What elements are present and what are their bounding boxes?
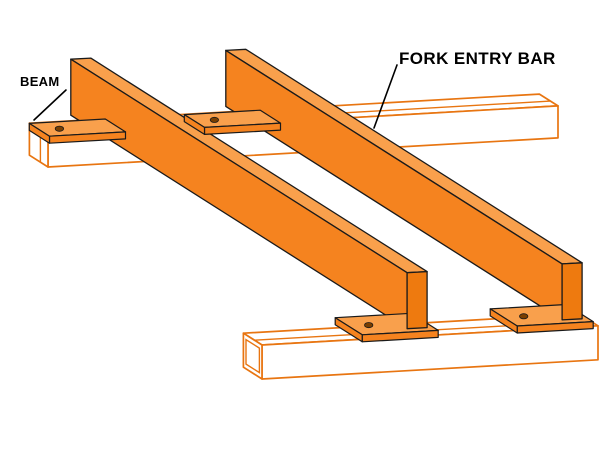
front-foot-side-lip xyxy=(489,308,518,334)
beam-label: BEAM xyxy=(20,74,59,89)
rear-foot-side-lip xyxy=(28,122,51,144)
fork-entry-bar-leader-line xyxy=(373,64,398,129)
bolt-hole xyxy=(519,313,529,320)
fork-bar-right-end-face xyxy=(561,262,583,321)
fork-bar-right-rear-foot xyxy=(183,109,282,135)
bolt-hole xyxy=(364,322,374,329)
fork-bar-right-front-foot xyxy=(489,262,594,334)
fork-bar-left-rear-foot xyxy=(28,118,127,144)
beam-front-end-cap-inner xyxy=(245,338,261,374)
annotations: BEAM FORK ENTRY BAR xyxy=(20,49,556,129)
beam-leader-line xyxy=(33,89,67,121)
fork-entry-bar-left xyxy=(28,57,428,330)
fork-entry-bar-label: FORK ENTRY BAR xyxy=(399,49,556,68)
fork-entry-bar-right xyxy=(183,48,583,321)
rear-foot-side-lip xyxy=(183,113,206,135)
bolt-hole xyxy=(54,125,65,132)
beam-front-end-cap xyxy=(242,332,263,380)
fork-bar-left-end-face xyxy=(406,270,428,330)
front-foot-side-lip xyxy=(334,317,363,343)
fork-bar-left-front-foot xyxy=(334,270,439,343)
bolt-hole xyxy=(209,116,219,123)
